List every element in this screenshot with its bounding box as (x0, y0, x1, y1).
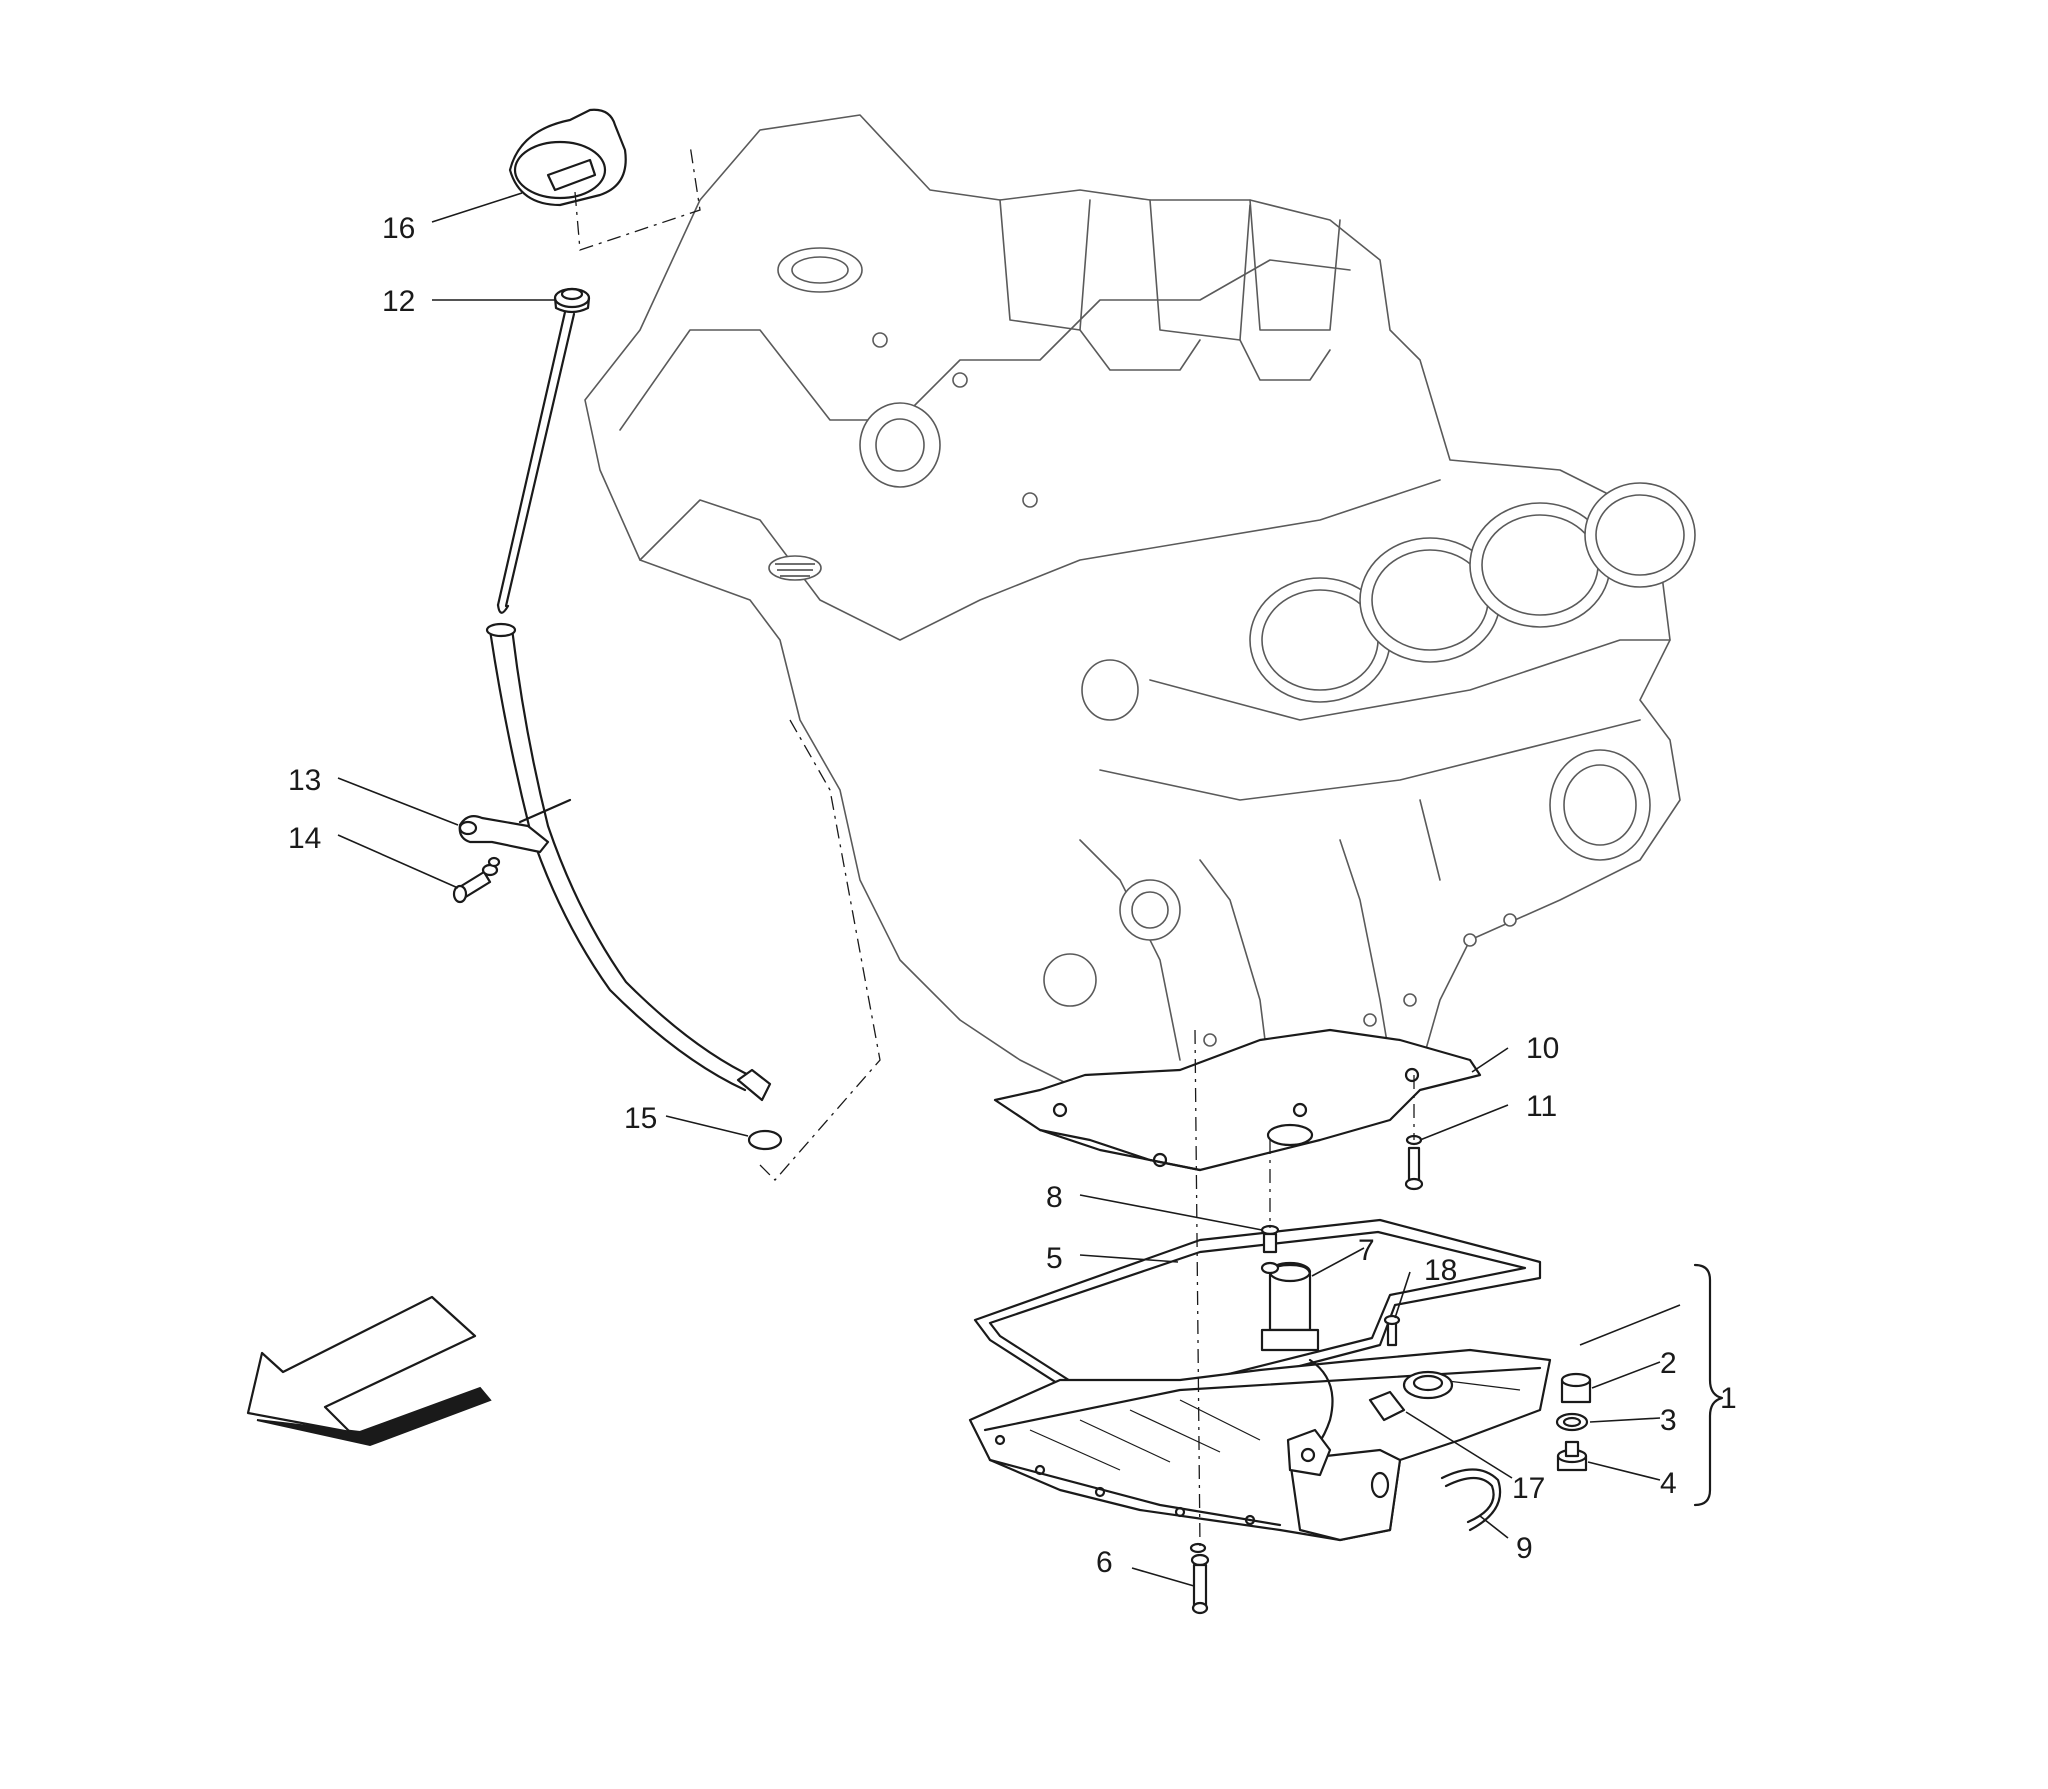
callout-5: 5 (1046, 1242, 1063, 1275)
dipstick-tube (485, 622, 772, 1102)
callout-11: 11 (1526, 1090, 1557, 1123)
callout-12: 12 (382, 285, 415, 318)
pickup-flange (1368, 1370, 1454, 1422)
callout-1: 1 (1720, 1382, 1737, 1415)
engine-block (584, 114, 1696, 1131)
tube-bracket (458, 798, 572, 854)
callout-16: 16 (382, 212, 415, 245)
callout-labels: 16 12 13 14 15 10 11 8 5 7 18 2 3 4 1 17… (288, 212, 1737, 1579)
callout-2: 2 (1660, 1347, 1677, 1380)
callout-4: 4 (1660, 1467, 1677, 1500)
sump-bolt (1189, 1542, 1210, 1615)
callout-3: 3 (1660, 1404, 1677, 1437)
fixing-screw (1383, 1314, 1401, 1347)
tube-o-ring (747, 1129, 783, 1151)
drain-plug-set (1555, 1372, 1592, 1472)
callout-8: 8 (1046, 1181, 1063, 1214)
tube-phantom-line (759, 719, 881, 1181)
callout-10: 10 (1526, 1032, 1559, 1065)
oil-sump (968, 1348, 1552, 1542)
callout-13: 13 (288, 764, 321, 797)
sensor-bolt (1260, 1224, 1280, 1275)
bracket-bolt (452, 856, 501, 904)
dipstick-seal (553, 287, 591, 314)
leader-lines (337, 192, 1681, 1587)
heat-shield (993, 1028, 1482, 1172)
callout-9: 9 (1516, 1532, 1533, 1565)
assembly-brace (1693, 1263, 1724, 1507)
dipstick-rod (496, 310, 576, 608)
cap-phantom-line (574, 144, 701, 251)
callout-6: 6 (1096, 1546, 1113, 1579)
callout-17: 17 (1512, 1472, 1545, 1505)
retaining-clip (1440, 1468, 1502, 1532)
oil-filler-cap (508, 108, 627, 207)
shield-bolt (1404, 1134, 1424, 1191)
dipstick-tip (496, 603, 510, 614)
callout-18: 18 (1424, 1254, 1457, 1287)
callout-15: 15 (624, 1102, 657, 1135)
front-direction-arrow (246, 1295, 492, 1447)
callout-14: 14 (288, 822, 321, 855)
callout-7: 7 (1358, 1234, 1375, 1267)
